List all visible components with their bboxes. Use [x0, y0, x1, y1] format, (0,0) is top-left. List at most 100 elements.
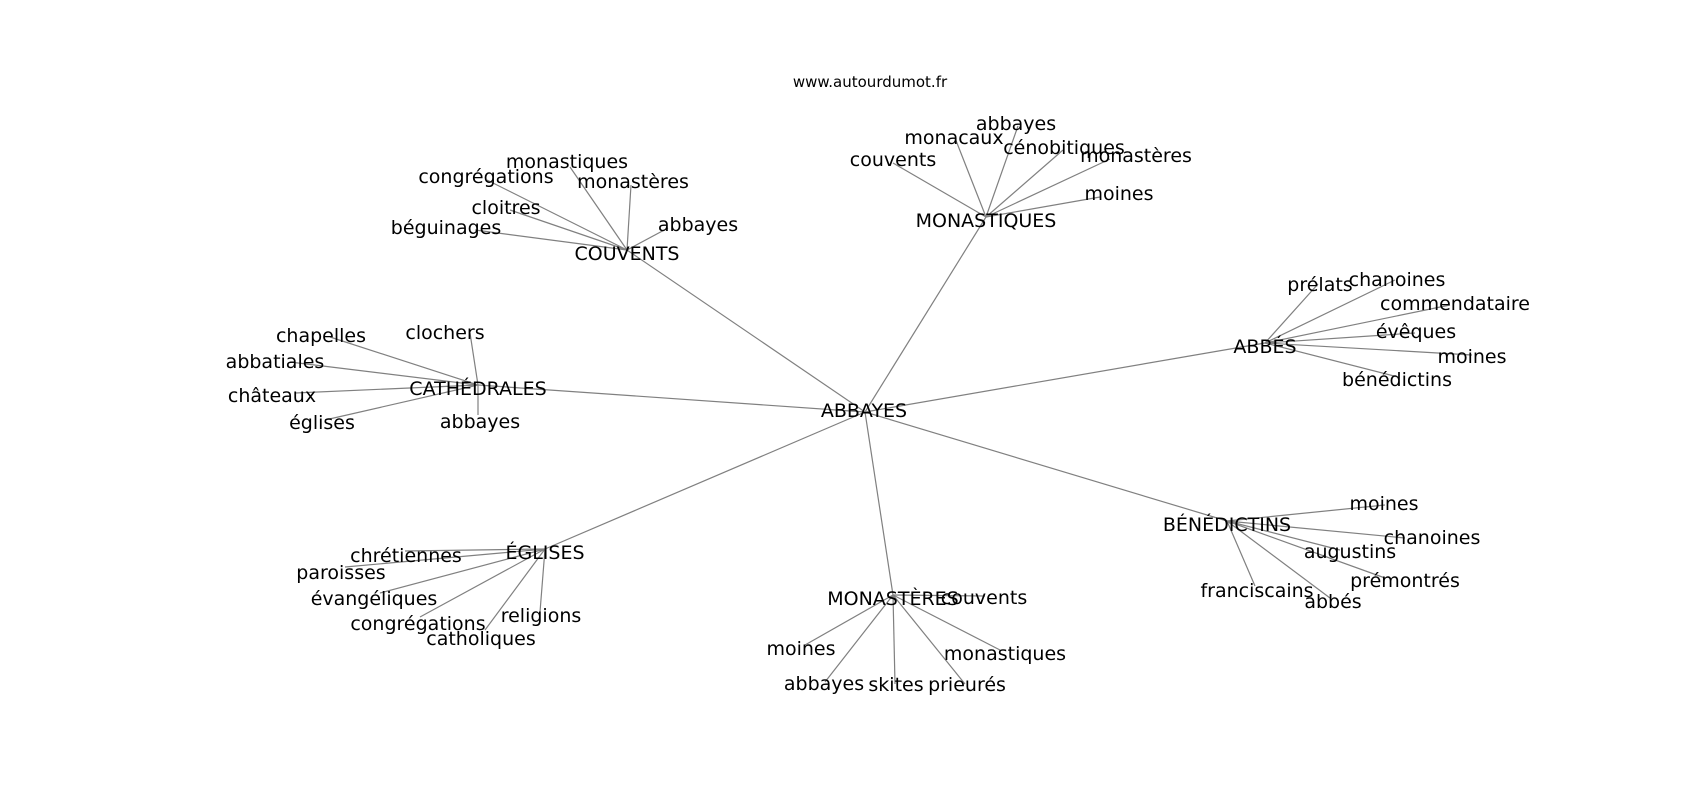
edge-hub-to-leaf	[626, 184, 632, 251]
center-node: ABBAYES	[821, 400, 907, 422]
leaf-node: abbatiales	[226, 351, 325, 373]
graph-edges	[289, 125, 1473, 685]
edge-hub-to-leaf	[1264, 283, 1319, 344]
hub-node: MONASTIQUES	[916, 210, 1057, 232]
leaf-node: catholiques	[426, 628, 535, 650]
edge-hub-to-leaf	[892, 594, 966, 685]
edge-hub-to-leaf	[539, 548, 546, 613]
leaf-node: églises	[289, 412, 355, 434]
edge-hub-to-leaf	[1226, 520, 1331, 599]
edge-hub-to-leaf	[892, 594, 986, 597]
edge-hub-to-leaf	[1264, 342, 1399, 378]
leaf-node: religions	[501, 605, 582, 627]
leaf-node: monastiques	[944, 643, 1066, 665]
leaf-node: prieurés	[928, 674, 1006, 696]
edge-hub-to-leaf	[469, 332, 479, 386]
leaf-node: skites	[868, 674, 923, 696]
edge-hub-to-leaf	[626, 227, 669, 251]
leaf-node: évêques	[1376, 321, 1456, 343]
edge-hub-to-leaf	[486, 179, 628, 251]
leaf-node: chanoines	[1384, 527, 1481, 549]
leaf-node: couvents	[941, 587, 1027, 609]
edge-center-to-hub	[544, 411, 866, 550]
edge-hub-to-leaf	[509, 209, 628, 251]
leaf-node: congrégations	[418, 166, 553, 188]
graph-labels: ABBAYES COUVENTSmonastiquescongrégations…	[226, 113, 1530, 696]
edge-center-to-hub	[864, 411, 1228, 522]
leaf-node: augustins	[1304, 541, 1396, 563]
edge-center-to-hub	[864, 216, 987, 413]
hub-node: MONASTÈRES	[827, 587, 959, 610]
edge-hub-to-leaf	[1226, 504, 1386, 522]
leaf-node: clochers	[405, 322, 484, 344]
edge-hub-to-leaf	[1226, 520, 1256, 587]
edge-hub-to-leaf	[985, 158, 1111, 218]
leaf-node: cénobitiques	[1003, 137, 1125, 159]
leaf-node: monastiques	[506, 151, 628, 173]
edge-hub-to-leaf	[379, 548, 546, 594]
hub-node: ÉGLISES	[505, 541, 584, 564]
leaf-node: abbayes	[784, 673, 864, 695]
edge-hub-to-leaf	[1264, 304, 1451, 344]
edge-hub-to-leaf	[985, 149, 1064, 218]
edge-hub-to-leaf	[804, 594, 894, 646]
leaf-node: commendataire	[1380, 293, 1530, 315]
edge-center-to-hub	[864, 411, 894, 596]
edge-hub-to-leaf	[404, 548, 546, 552]
edge-hub-to-leaf	[324, 384, 479, 421]
leaf-node: moines	[1084, 183, 1153, 205]
edge-center-to-hub	[864, 342, 1266, 413]
edge-hub-to-leaf	[474, 229, 628, 251]
edge-hub-to-leaf	[892, 162, 987, 218]
leaf-node: abbés	[1304, 591, 1361, 613]
leaf-node: chapelles	[276, 325, 366, 347]
leaf-node: prémontrés	[1350, 570, 1460, 592]
hub-node: ABBÉS	[1233, 335, 1296, 358]
leaf-node: abbayes	[976, 113, 1056, 135]
leaf-node: chrétiennes	[350, 545, 462, 567]
leaf-node: prélats	[1287, 274, 1352, 296]
leaf-node: évangéliques	[311, 588, 438, 610]
leaf-node: congrégations	[350, 613, 485, 635]
edge-hub-to-leaf	[985, 196, 1101, 218]
edge-hub-to-leaf	[484, 548, 546, 631]
leaf-node: bénédictins	[1342, 369, 1452, 391]
leaf-node: moines	[1349, 493, 1418, 515]
hub-node: CATHÉDRALES	[409, 377, 546, 400]
edge-hub-to-leaf	[569, 166, 628, 251]
edge-hub-to-leaf	[329, 336, 479, 386]
edge-hub-to-leaf	[892, 594, 896, 685]
leaf-node: moines	[766, 638, 835, 660]
edge-hub-to-leaf	[1226, 520, 1341, 551]
edge-hub-to-leaf	[419, 548, 546, 618]
edge-hub-to-leaf	[1226, 520, 1406, 539]
hub-node: BÉNÉDICTINS	[1163, 513, 1291, 536]
edge-center-to-hub	[477, 384, 866, 413]
leaf-node: franciscains	[1200, 580, 1313, 602]
leaf-node: abbayes	[440, 411, 520, 433]
edge-hub-to-leaf	[289, 361, 479, 386]
leaf-node: abbayes	[658, 214, 738, 236]
leaf-node: cloitres	[471, 197, 540, 219]
leaf-node: moines	[1437, 346, 1506, 368]
site-url: www.autourdumot.fr	[793, 73, 948, 91]
edge-hub-to-leaf	[892, 594, 1001, 651]
leaf-node: châteaux	[228, 385, 316, 407]
edge-hub-to-leaf	[1264, 279, 1396, 344]
leaf-node: paroisses	[296, 562, 385, 584]
edge-hub-to-leaf	[824, 594, 894, 683]
edge-hub-to-leaf	[1226, 520, 1386, 579]
edge-hub-to-leaf	[344, 548, 546, 568]
leaf-node: béguinages	[391, 217, 501, 239]
leaf-node: chanoines	[1349, 269, 1446, 291]
edge-hub-to-leaf	[1264, 342, 1473, 356]
leaf-node: monastères	[1080, 145, 1192, 167]
edge-hub-to-leaf	[985, 125, 1019, 218]
leaf-node: monastères	[577, 171, 689, 193]
edge-center-to-hub	[626, 249, 866, 413]
edge-hub-to-leaf	[954, 137, 987, 218]
hub-node: COUVENTS	[574, 243, 679, 265]
edge-hub-to-leaf	[294, 384, 479, 394]
leaf-node: couvents	[850, 149, 936, 171]
